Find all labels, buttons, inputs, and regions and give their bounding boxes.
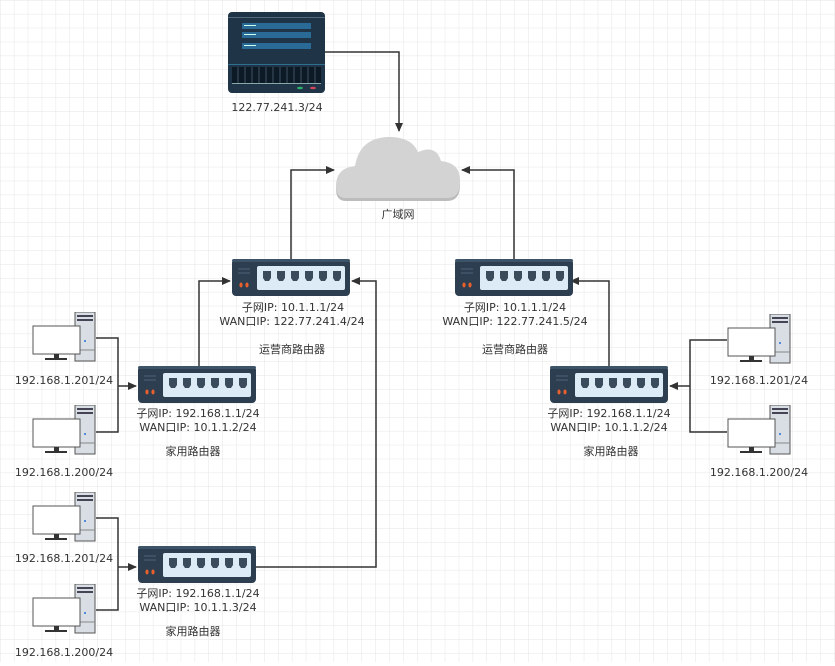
subnet-ip: 子网IP: 192.168.1.1/24 xyxy=(547,407,670,420)
link-pcs-home1 xyxy=(96,337,136,433)
router-label: 家用路由器 xyxy=(166,444,221,458)
link-home1-isp-left xyxy=(198,277,231,366)
isp-router-left[interactable]: 子网IP: 10.1.1.1/24 WAN口IP: 122.77.241.4/2… xyxy=(219,259,365,356)
pc-6[interactable]: 192.168.1.200/24 xyxy=(710,405,808,479)
pc-1[interactable]: 192.168.1.201/24 xyxy=(15,312,113,387)
router-label: 运营商路由器 xyxy=(482,342,548,356)
pc-5[interactable]: 192.168.1.201/24 xyxy=(710,314,808,387)
server-ip: 122.77.241.3/24 xyxy=(231,101,322,114)
pc-2[interactable]: 192.168.1.200/24 xyxy=(15,405,113,479)
link-pcs-home3 xyxy=(670,339,727,433)
pc-ip: 192.168.1.201/24 xyxy=(710,374,808,387)
link-home2-isp-left xyxy=(256,277,377,568)
router-label: 家用路由器 xyxy=(166,624,221,638)
pc-4[interactable]: 192.168.1.200/24 xyxy=(15,584,113,659)
subnet-ip: 子网IP: 192.168.1.1/24 xyxy=(136,407,259,420)
router-icon xyxy=(138,546,256,583)
router-label: 运营商路由器 xyxy=(259,342,325,356)
link-pcs-home2 xyxy=(96,517,136,611)
router-icon xyxy=(232,259,350,296)
pc-ip: 192.168.1.200/24 xyxy=(15,466,113,479)
subnet-ip: 子网IP: 10.1.1.1/24 xyxy=(242,301,344,314)
wan-ip: WAN口IP: 122.77.241.4/24 xyxy=(219,315,364,328)
wan-ip: WAN口IP: 122.77.241.5/24 xyxy=(442,315,587,328)
pc-ip: 192.168.1.200/24 xyxy=(15,646,113,659)
router-icon xyxy=(138,366,256,403)
wan-ip: WAN口IP: 10.1.1.2/24 xyxy=(550,421,667,434)
cloud-label: 广域网 xyxy=(382,208,415,221)
home-router-2[interactable]: 子网IP: 192.168.1.1/24 WAN口IP: 10.1.1.3/24… xyxy=(136,546,260,638)
home-router-1[interactable]: 子网IP: 192.168.1.1/24 WAN口IP: 10.1.1.2/24… xyxy=(136,366,260,458)
server[interactable]: 122.77.241.3/24 xyxy=(228,12,325,114)
wan-ip: WAN口IP: 10.1.1.3/24 xyxy=(139,601,256,614)
wan-ip: WAN口IP: 10.1.1.2/24 xyxy=(139,421,256,434)
router-label: 家用路由器 xyxy=(584,444,639,458)
cloud-icon xyxy=(336,136,461,201)
link-server-cloud xyxy=(325,51,403,132)
subnet-ip: 子网IP: 192.168.1.1/24 xyxy=(136,587,259,600)
pc-ip: 192.168.1.200/24 xyxy=(710,466,808,479)
link-isp-left-cloud xyxy=(290,166,335,259)
home-router-3[interactable]: 子网IP: 192.168.1.1/24 WAN口IP: 10.1.1.2/24… xyxy=(547,366,671,458)
cloud[interactable]: 广域网 xyxy=(336,136,461,221)
link-isp-right-cloud xyxy=(461,166,515,259)
router-icon xyxy=(550,366,668,403)
link-home3-isp-right xyxy=(570,277,610,366)
isp-router-right[interactable]: 子网IP: 10.1.1.1/24 WAN口IP: 122.77.241.5/2… xyxy=(442,259,588,356)
server-icon xyxy=(228,12,325,93)
pc-ip: 192.168.1.201/24 xyxy=(15,552,113,565)
connectors xyxy=(96,51,727,611)
pc-3[interactable]: 192.168.1.201/24 xyxy=(15,492,113,565)
pc-ip: 192.168.1.201/24 xyxy=(15,374,113,387)
subnet-ip: 子网IP: 10.1.1.1/24 xyxy=(464,301,566,314)
router-icon xyxy=(455,259,573,296)
